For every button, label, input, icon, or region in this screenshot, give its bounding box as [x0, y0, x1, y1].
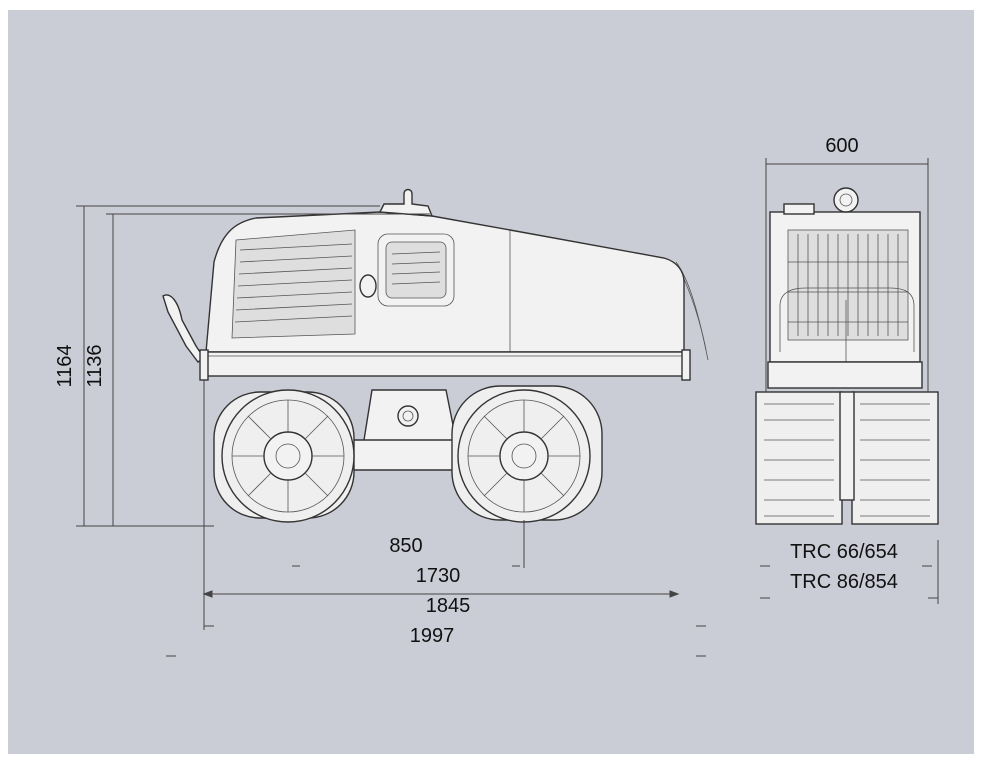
side-grille-left: [231, 229, 356, 339]
dim-wheelbase: 850: [389, 535, 422, 557]
dimension-lines: [76, 158, 939, 657]
dim-length-1997: 1997: [410, 625, 455, 647]
dim-length-1845: 1845: [426, 595, 471, 617]
lifting-eye: [378, 188, 434, 217]
front-drum-right: [851, 391, 939, 525]
fuel-cap: [359, 274, 377, 298]
dim-height-body: 1136: [84, 344, 106, 387]
front-view-roller: [755, 187, 939, 525]
grille-slats: [234, 243, 353, 323]
dim-height-overall: 1164: [54, 344, 76, 387]
side-grille-right: [385, 241, 447, 299]
drum-left: [213, 389, 355, 523]
drum-right: [451, 385, 603, 523]
dim-length-1730: 1730: [416, 565, 461, 587]
dim-width-600: 600: [825, 135, 858, 157]
front-drum-left: [755, 391, 843, 525]
front-handle: [779, 287, 915, 352]
model-label-b: TRC 86/854: [790, 571, 898, 593]
tow-handle: [162, 294, 205, 363]
model-label-a: TRC 66/654: [790, 541, 898, 563]
side-view-roller: [162, 188, 709, 523]
front-lifting-eye: [833, 187, 859, 213]
